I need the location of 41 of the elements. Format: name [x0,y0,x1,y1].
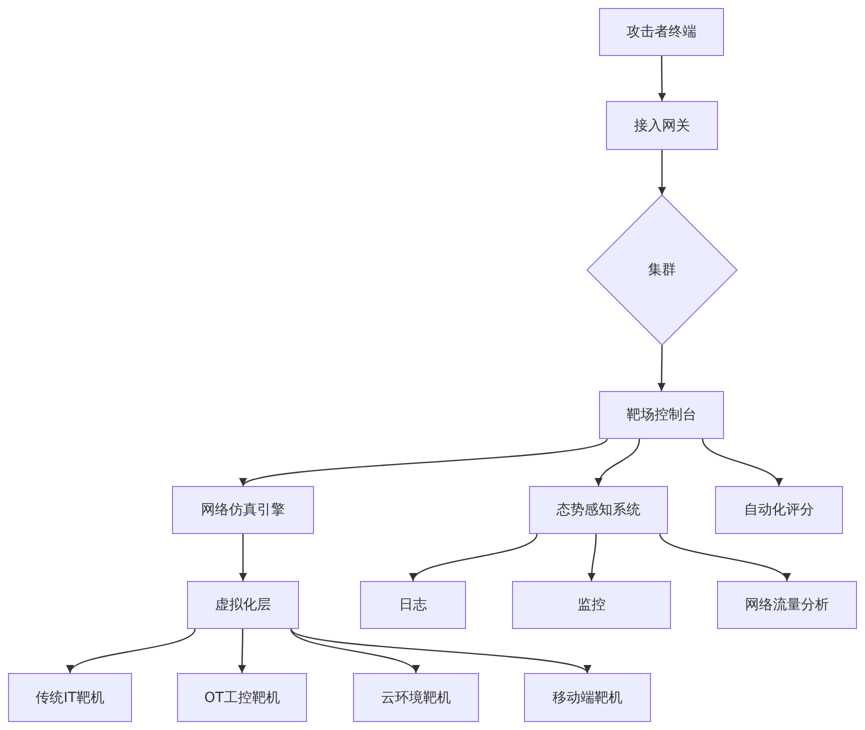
process-box [606,101,718,150]
node-label: 云环境靶机 [381,688,451,706]
process-box [715,486,843,534]
arrow [596,438,640,486]
arrow [412,534,538,582]
process-box [8,673,132,722]
arrow [659,534,788,582]
node-label: 靶场控制台 [626,406,696,424]
arrow [239,534,247,581]
node-label: 集群 [648,261,676,279]
arrow [69,628,196,674]
process-box [599,8,724,56]
process-box [599,391,724,439]
process-box [524,673,651,722]
node-label: 传统IT靶机 [36,688,104,706]
node-label: 监控 [578,596,606,614]
arrow [588,534,597,582]
process-box [177,673,307,722]
node-label: 虚拟化层 [215,596,271,614]
process-box [717,581,857,629]
node-label: 态势感知系统 [556,501,640,519]
node-label: 接入网关 [634,116,690,134]
arrow [702,438,781,486]
process-box [529,486,668,534]
process-box [187,581,299,629]
node-label: 自动化评分 [744,501,814,519]
node-label: OT工控靶机 [204,688,280,706]
node-label: 网络仿真引擎 [201,501,285,519]
process-box [353,673,479,722]
arrow [658,56,666,101]
process-box [360,581,466,629]
node-label: 移动端靶机 [552,688,622,706]
node-label: 网络流量分析 [745,596,829,614]
process-box [512,581,671,629]
decision-diamond [587,195,737,345]
arrow [238,629,246,673]
node-label: 日志 [399,596,427,614]
arrow [658,345,666,391]
process-box [172,486,314,534]
arrow [658,150,666,195]
node-label: 攻击者终端 [626,23,696,41]
